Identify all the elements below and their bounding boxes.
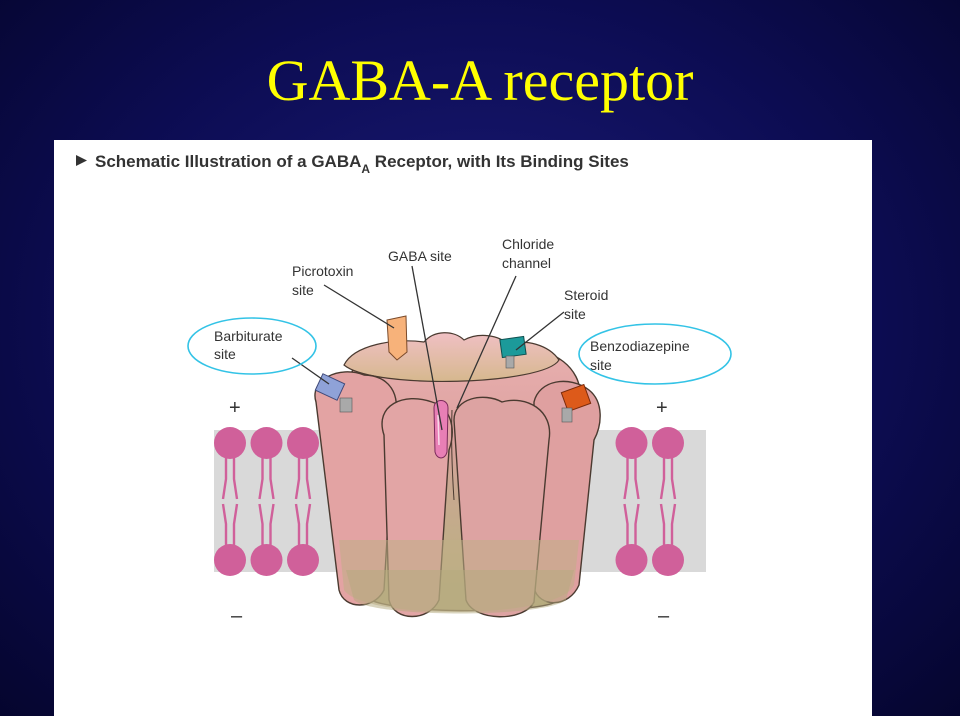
barbiturate-site-marker (314, 373, 353, 413)
lipid-tails (221, 503, 239, 546)
slide-title: GABA-A receptor (266, 48, 694, 113)
picrotoxin-site-label-line2: site (292, 282, 314, 298)
lipid-head (214, 544, 246, 576)
minus-sign-left: – (231, 605, 243, 627)
plus-sign-right: + (656, 397, 668, 419)
lipid-tails (221, 457, 239, 500)
receptor-diagram: Schematic Illustration of a GABAA Recept… (76, 152, 732, 627)
picrotoxin-site-label-line1: Picrotoxin (292, 263, 353, 279)
lipid-head (287, 544, 319, 576)
benzodiazepine-site-label-line1: Benzodiazepine (590, 338, 690, 354)
benzodiazepine-site-label-line2: site (590, 357, 612, 373)
lipid-tails (258, 457, 275, 500)
lipid-tails (294, 457, 312, 500)
lipid-tails (294, 503, 312, 546)
steroid-site-marker (499, 335, 527, 369)
figure-panel: Schematic Illustration of a GABAA Recept… (54, 140, 872, 716)
picrotoxin-site-marker (386, 315, 408, 361)
receptor-body (314, 332, 601, 618)
benzodiazepine-site-marker (560, 383, 592, 423)
lipid-head (652, 427, 684, 459)
lipid-heads-top (214, 427, 684, 500)
lipid-heads-bottom (214, 503, 684, 576)
caption-text: Schematic Illustration of a GABAA Recept… (95, 152, 629, 176)
steroid-site-label-line2: site (564, 306, 586, 322)
lipid-tails (659, 503, 677, 546)
caption-arrow-icon (76, 155, 87, 166)
minus-sign-right: – (658, 605, 670, 627)
lipid-tails (258, 503, 275, 546)
barbiturate-site-label-line1: Barbiturate (214, 328, 283, 344)
pointer-lines (291, 265, 565, 431)
gaba-site-marker (433, 400, 449, 459)
lipid-head (250, 427, 283, 459)
barbiturate-site-label-line2: site (214, 346, 236, 362)
lipid-head (250, 544, 283, 576)
plus-sign-left: + (229, 397, 241, 419)
gaba-site-label: GABA site (388, 248, 452, 264)
barbiturate-highlight-ring (187, 317, 317, 375)
chloride-channel-label-line1: Chloride (502, 236, 554, 252)
lipid-head (287, 427, 319, 459)
chloride-channel-label-line2: channel (502, 255, 551, 271)
benzodiazepine-highlight-ring (578, 323, 732, 385)
lipid-head (652, 544, 684, 576)
figure-caption: Schematic Illustration of a GABAA Recept… (76, 152, 629, 176)
lipid-tails (659, 457, 677, 500)
lipid-tails (623, 457, 640, 500)
lipid-head (615, 544, 648, 576)
lipid-head (214, 427, 246, 459)
lipid-tails (623, 503, 640, 546)
steroid-site-label-line1: Steroid (564, 287, 608, 303)
lipid-head (615, 427, 648, 459)
